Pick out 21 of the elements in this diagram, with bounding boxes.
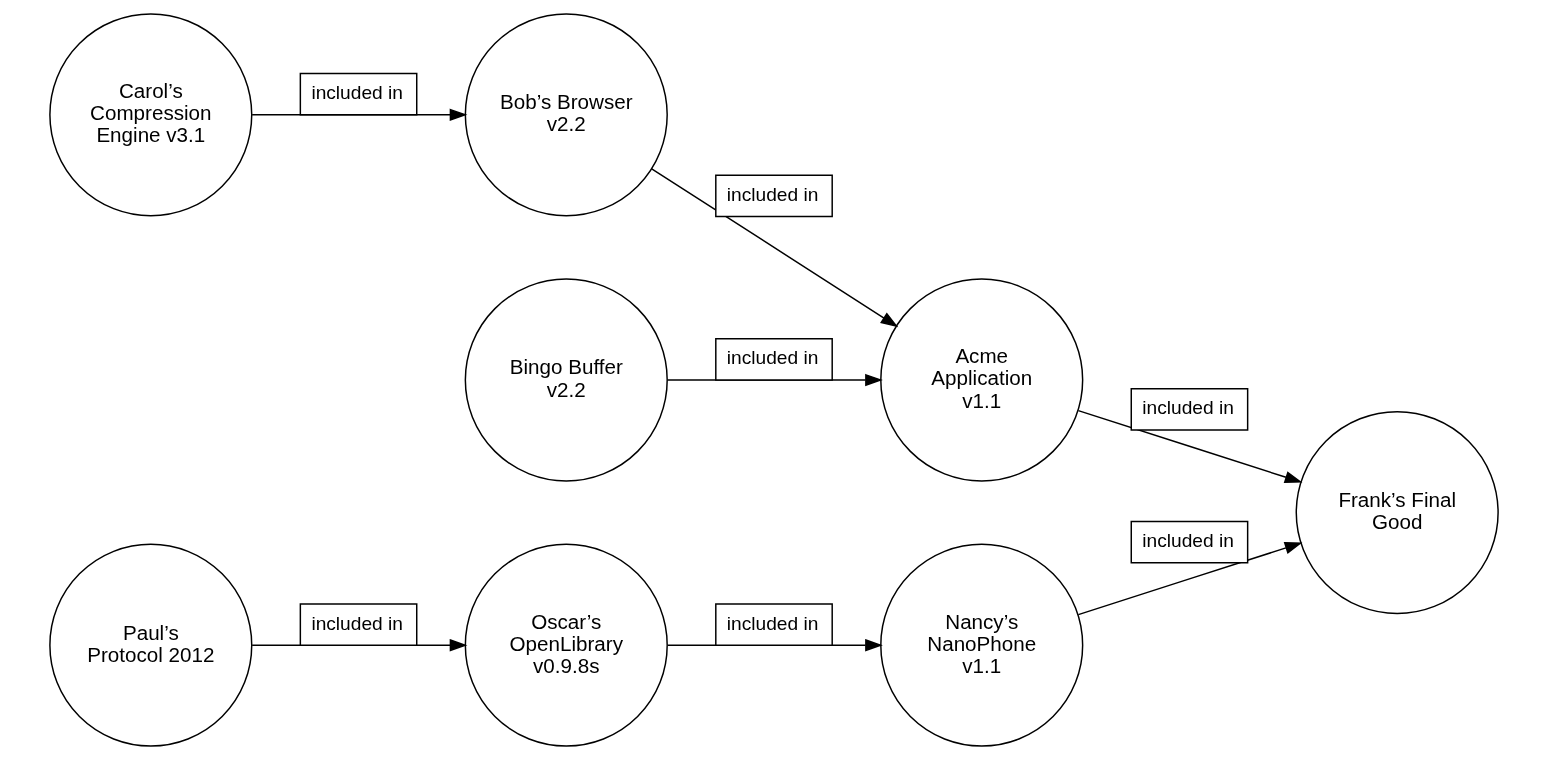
node-circle: Nancy’s NanoPhone v1.1: [880, 543, 1084, 747]
edge-label: included in: [1142, 397, 1234, 419]
edge-label: included in: [311, 612, 403, 634]
arrow: [251, 639, 468, 652]
edge-label: included in: [1142, 530, 1234, 552]
edge-label: included in: [311, 82, 403, 104]
arrow: [666, 639, 883, 652]
node-circle: Bingo Buffer v2.2: [464, 278, 668, 482]
node-circle: Bob’s Browser v2.2: [464, 13, 668, 217]
node-circle: Carol’s Compression Engine v3.1: [49, 13, 253, 217]
edge-label: included in: [726, 612, 819, 634]
arrow: [651, 168, 899, 328]
edge-label: included in: [726, 183, 819, 205]
node-circle: Oscar’s OpenLibrary v0.9.8s: [464, 543, 668, 747]
arrow: [1077, 409, 1303, 484]
arrow: [666, 373, 883, 387]
node-circle: Paul’s Protocol 2012: [49, 543, 253, 747]
node-circle: Frank’s Final Good: [1295, 410, 1499, 615]
arrow: [251, 108, 468, 121]
arrow: [1077, 542, 1303, 616]
edge-label: included in: [726, 347, 819, 369]
